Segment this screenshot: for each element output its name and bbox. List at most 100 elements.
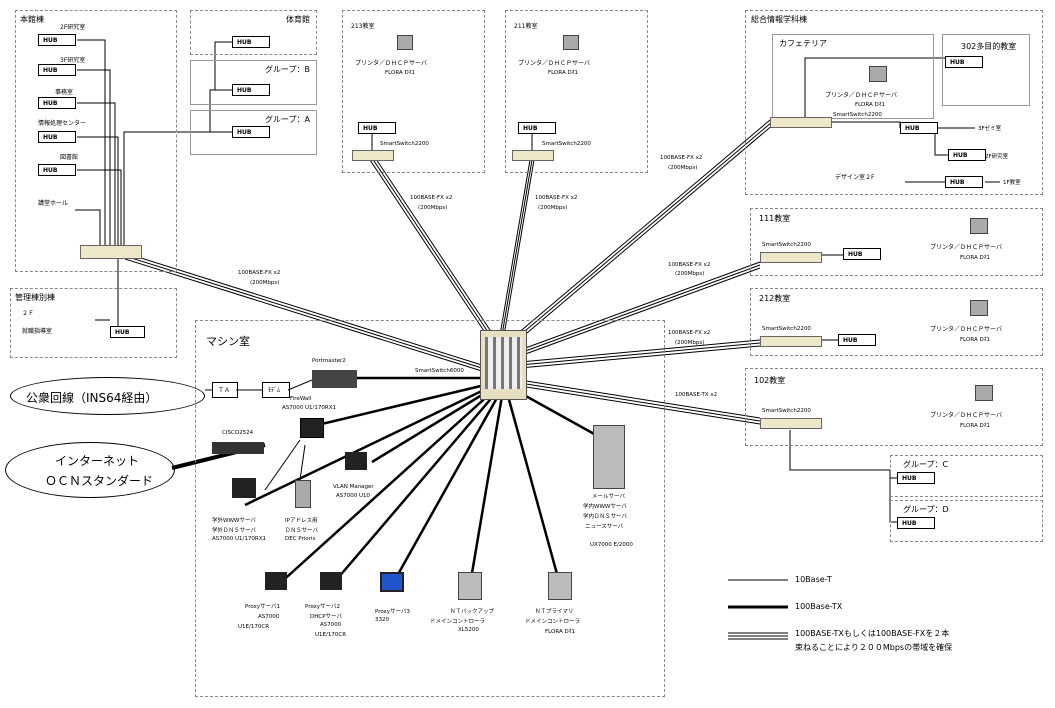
link-label: 100BASE-FX x2 xyxy=(660,155,703,161)
room-office: 事務室 xyxy=(55,89,74,96)
link-label: 100BASE-FX x2 xyxy=(410,195,453,201)
taiiku-box: 体育館 xyxy=(190,10,317,55)
ta-box: ＴＡ xyxy=(212,382,238,398)
link-label: 100BASE-FX x2 xyxy=(238,270,281,276)
flora-label-212: FLORA Dｵ1 xyxy=(960,337,990,343)
modem-label: ﾓﾃﾞﾑ xyxy=(268,387,281,394)
lab2f-label: 2F研究室 xyxy=(985,154,1009,160)
hub: HUB xyxy=(518,122,556,134)
hub: HUB xyxy=(38,131,76,143)
r102-title: 102教室 xyxy=(754,376,786,385)
sogo-title: 総合情報学科棟 xyxy=(751,15,807,24)
link-label: 100BASE-FX x2 xyxy=(668,330,711,336)
group-d-box: グループ：D xyxy=(890,500,1043,542)
public-line-label: 公衆回線（INS64経由） xyxy=(26,391,158,405)
printer-icon xyxy=(970,218,988,234)
firewall-label: FireWall xyxy=(290,396,312,402)
proxy2-label: Proxyサーバ2 xyxy=(305,604,341,610)
proxy3-label: Proxyサーバ3 xyxy=(375,609,411,615)
proxy3-model: 3320 xyxy=(375,617,389,623)
hub: HUB xyxy=(38,97,76,109)
machine-room-box: マシン室 xyxy=(195,320,665,697)
news-label: ニュースサーバ xyxy=(585,524,624,530)
link-label: (200Mbps) xyxy=(675,340,705,346)
cisco-router xyxy=(212,442,264,454)
mail-label: メールサーバ xyxy=(592,494,625,500)
printer-icon xyxy=(975,385,993,401)
hub: HUB xyxy=(110,326,145,338)
kanri-title: 管理棟別棟 xyxy=(15,293,55,302)
flora-label-102: FLORA Dｵ1 xyxy=(960,423,990,429)
r212-title: 212教室 xyxy=(759,294,791,303)
r102-box: 102教室 xyxy=(745,368,1043,446)
group-b-title: グループ：B xyxy=(264,65,310,74)
design-label: デザイン室２F xyxy=(835,174,875,181)
kanri-2f-label: ２Ｆ xyxy=(22,310,35,317)
hub: HUB xyxy=(897,472,935,484)
group-b-box: グループ：B xyxy=(190,60,317,105)
ntbackup-role: ドメインコントローラ xyxy=(430,619,486,625)
proxy3-pc-icon xyxy=(380,572,404,592)
intra-dns-label: 学内ＤＮＳサーバ xyxy=(583,514,627,520)
smartswitch-213 xyxy=(352,150,394,161)
internet-label: インターネット xyxy=(55,454,140,468)
smartswitch-111 xyxy=(760,252,822,263)
ntbackup-model: XL5200 xyxy=(458,627,479,633)
switch-label-211: SmartSwitch2200 xyxy=(542,141,591,147)
ntprimary-role: ドメインコントローラ xyxy=(525,619,581,625)
mail-model: UX7000 E/2000 xyxy=(590,542,633,548)
printer-label-102: プリンタ／ＤＨＣＰサーバ xyxy=(930,412,1002,419)
ipdns-tower-icon xyxy=(295,480,311,508)
ocn-label: ＯＣＮスタンダード xyxy=(45,474,154,488)
tx-links xyxy=(244,376,606,586)
portmaster-device xyxy=(312,370,357,388)
ta-label: ＴＡ xyxy=(218,387,231,394)
smartswitch-sogo xyxy=(770,117,832,128)
proxy1-model: AS7000 xyxy=(258,614,280,620)
switch-label-sogo: SmartSwitch2200 xyxy=(833,112,882,118)
ipdns-model: DEC Prioris xyxy=(285,536,316,542)
internet-ellipse xyxy=(5,442,175,498)
fx-links xyxy=(124,119,775,425)
room-hall: 講堂ホール xyxy=(38,200,69,207)
switch-label-102: SmartSwitch2200 xyxy=(762,408,811,414)
smartswitch-honkan xyxy=(80,245,142,259)
proxy1-label: Proxyサーバ1 xyxy=(245,604,281,610)
proxy2-spec: U1E/170CR xyxy=(315,632,347,638)
legend-lines xyxy=(728,579,788,640)
flora-label-sogo: FLORA Dｵ1 xyxy=(855,102,885,108)
proxy2-pc-icon xyxy=(320,572,342,590)
printer-icon xyxy=(869,66,887,82)
room-info-center: 情報処理センター xyxy=(38,120,87,127)
ipdns-dns-label: ＤＮＳサーバ xyxy=(285,528,318,534)
smartswitch-211 xyxy=(512,150,554,161)
hub: HUB xyxy=(38,64,76,76)
group-a-box: グループ：A xyxy=(190,110,317,155)
hub: HUB xyxy=(38,34,76,46)
firewall-pc-icon xyxy=(300,418,324,438)
ntprimary-icon xyxy=(548,572,572,600)
kanri-box: 管理棟別棟 xyxy=(10,288,177,358)
smartswitch-212 xyxy=(760,336,822,347)
proxy1-spec: U1E/170CR xyxy=(238,624,270,630)
printer-label-111: プリンタ／ＤＨＣＰサーバ xyxy=(930,244,1002,251)
r111-title: 111教室 xyxy=(759,214,791,223)
ntbackup-label: ＮＴバックアップ xyxy=(450,609,495,615)
hub: HUB xyxy=(358,122,396,134)
r111-box: 111教室 xyxy=(750,208,1043,276)
printer-label-213: プリンタ／ＤＨＣＰサーバ xyxy=(355,60,427,67)
group-c-title: グループ：C xyxy=(903,460,949,469)
seminar-label: 3Fゼミ室 xyxy=(978,126,1002,132)
legend-fx-line2: 束ねることにより２００Mbpsの帯域を確保 xyxy=(795,643,953,652)
intra-www-label: 学内WWWサーバ xyxy=(583,504,627,510)
core-switch xyxy=(480,330,527,400)
switch-label-212: SmartSwitch2200 xyxy=(762,326,811,332)
r211-title: 211教室 xyxy=(514,23,538,30)
switch-label-213: SmartSwitch2200 xyxy=(380,141,429,147)
legend-10base-t: 10Base-T xyxy=(795,575,832,584)
www-label: 学外WWWサーバ xyxy=(212,518,256,524)
flora-label-213: FLORA Dｵ1 xyxy=(385,70,415,76)
hub: HUB xyxy=(897,517,935,529)
